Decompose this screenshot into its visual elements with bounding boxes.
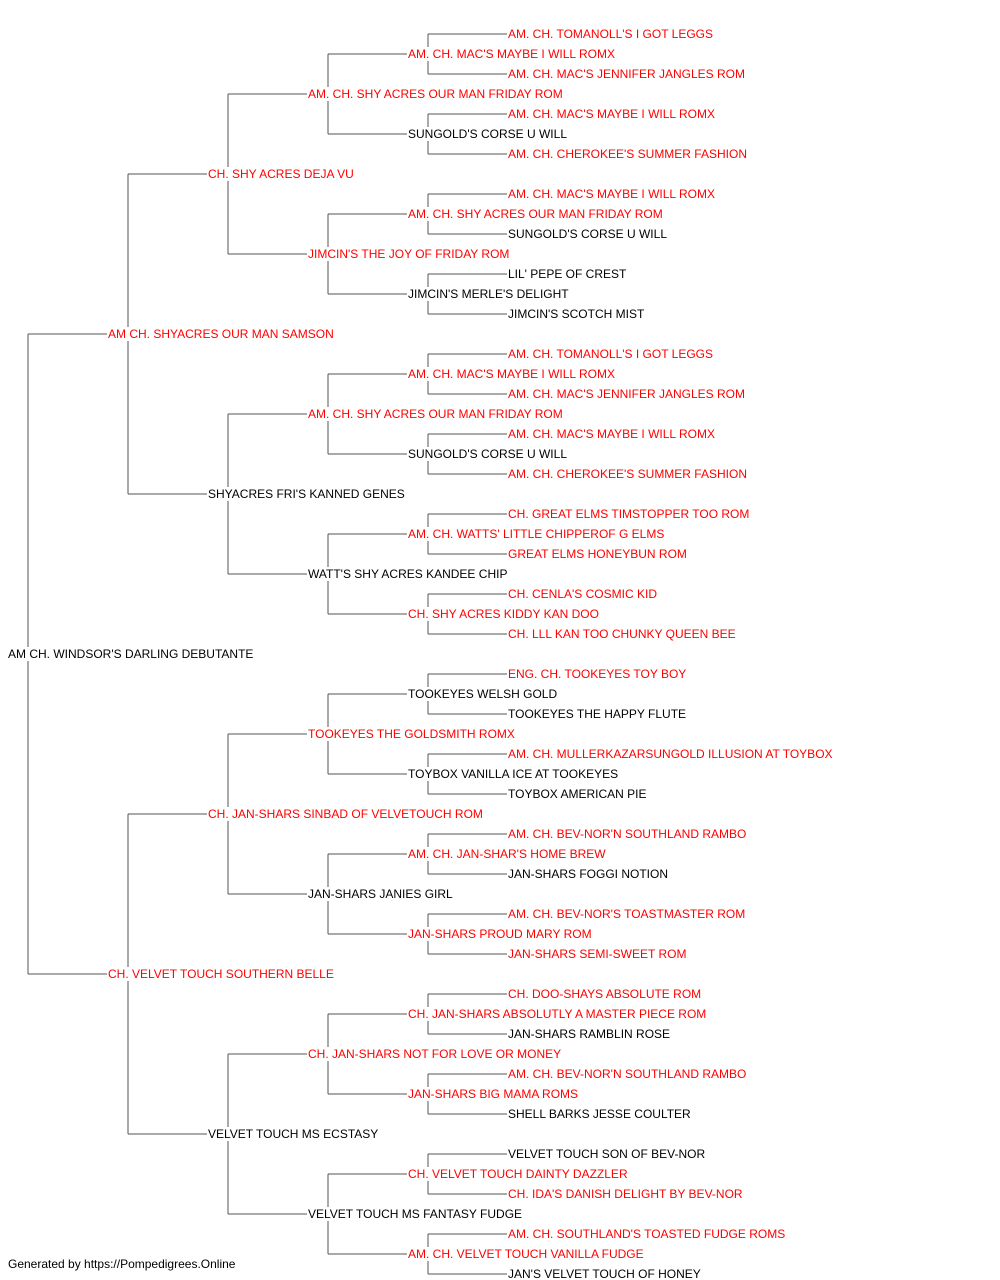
undefined-name: SUNGOLD'S CORSE U WILL <box>507 227 668 241</box>
great-grandparent-name: VELVET TOUCH MS FANTASY FUDGE <box>307 1207 524 1221</box>
great-great-grandparent-name: AM. CH. JAN-SHAR'S HOME BREW <box>407 847 607 861</box>
undefined-name: CH. DOO-SHAYS ABSOLUTE ROM <box>507 987 703 1001</box>
great-great-grandparent-name: TOOKEYES WELSH GOLD <box>407 687 559 701</box>
undefined-name: TOOKEYES THE HAPPY FLUTE <box>507 707 688 721</box>
undefined-name: SHELL BARKS JESSE COULTER <box>507 1107 692 1121</box>
great-grandparent-name: WATT'S SHY ACRES KANDEE CHIP <box>307 567 509 581</box>
great-grandparent-name: AM. CH. SHY ACRES OUR MAN FRIDAY ROM <box>307 87 564 101</box>
undefined-name: AM. CH. BEV-NOR'S TOASTMASTER ROM <box>507 907 747 921</box>
great-grandparent-name: CH. JAN-SHARS NOT FOR LOVE OR MONEY <box>307 1047 563 1061</box>
great-great-grandparent-name: AM. CH. VELVET TOUCH VANILLA FUDGE <box>407 1247 645 1261</box>
great-great-grandparent-name: CH. VELVET TOUCH DAINTY DAZZLER <box>407 1167 629 1181</box>
great-great-grandparent-name: CH. SHY ACRES KIDDY KAN DOO <box>407 607 600 621</box>
great-great-grandparent-name: AM. CH. MAC'S MAYBE I WILL ROMX <box>407 367 616 381</box>
undefined-name: AM. CH. MULLERKAZARSUNGOLD ILLUSION AT T… <box>507 747 834 761</box>
undefined-name: CH. CENLA'S COSMIC KID <box>507 587 658 601</box>
undefined-name: JAN-SHARS FOGGI NOTION <box>507 867 670 881</box>
great-great-grandparent-name: JIMCIN'S MERLE'S DELIGHT <box>407 287 570 301</box>
great-grandparent-name: JAN-SHARS JANIES GIRL <box>307 887 454 901</box>
undefined-name: VELVET TOUCH SON OF BEV-NOR <box>507 1147 707 1161</box>
undefined-name: AM. CH. MAC'S MAYBE I WILL ROMX <box>507 107 716 121</box>
great-great-grandparent-name: SUNGOLD'S CORSE U WILL <box>407 127 568 141</box>
undefined-name: CH. IDA'S DANISH DELIGHT BY BEV-NOR <box>507 1187 744 1201</box>
undefined-name: TOYBOX AMERICAN PIE <box>507 787 648 801</box>
undefined-name: CH. GREAT ELMS TIMSTOPPER TOO ROM <box>507 507 751 521</box>
undefined-name: LIL' PEPE OF CREST <box>507 267 628 281</box>
undefined-name: AM. CH. MAC'S MAYBE I WILL ROMX <box>507 187 716 201</box>
undefined-name: AM. CH. CHEROKEE'S SUMMER FASHION <box>507 467 748 481</box>
grandparent-name: VELVET TOUCH MS ECSTASY <box>207 1127 380 1141</box>
undefined-name: ENG. CH. TOOKEYES TOY BOY <box>507 667 688 681</box>
great-great-grandparent-name: JAN-SHARS PROUD MARY ROM <box>407 927 593 941</box>
great-great-grandparent-name: SUNGOLD'S CORSE U WILL <box>407 447 568 461</box>
undefined-name: AM. CH. MAC'S JENNIFER JANGLES ROM <box>507 67 746 81</box>
undefined-name: AM. CH. SOUTHLAND'S TOASTED FUDGE ROMS <box>507 1227 787 1241</box>
great-grandparent-name: JIMCIN'S THE JOY OF FRIDAY ROM <box>307 247 511 261</box>
undefined-name: AM. CH. BEV-NOR'N SOUTHLAND RAMBO <box>507 827 748 841</box>
undefined-name: JIMCIN'S SCOTCH MIST <box>507 307 646 321</box>
undefined-name: GREAT ELMS HONEYBUN ROM <box>507 547 688 561</box>
parent-name: AM CH. SHYACRES OUR MAN SAMSON <box>107 327 335 341</box>
undefined-name: AM. CH. TOMANOLL'S I GOT LEGGS <box>507 27 715 41</box>
great-grandparent-name: TOOKEYES THE GOLDSMITH ROMX <box>307 727 516 741</box>
undefined-name: JAN-SHARS RAMBLIN ROSE <box>507 1027 672 1041</box>
undefined-name: AM. CH. TOMANOLL'S I GOT LEGGS <box>507 347 715 361</box>
footer-credit: Generated by https://Pompedigrees.Online <box>8 1257 236 1271</box>
great-great-grandparent-name: TOYBOX VANILLA ICE AT TOOKEYES <box>407 767 620 781</box>
undefined-name: AM. CH. MAC'S MAYBE I WILL ROMX <box>507 427 716 441</box>
great-great-grandparent-name: AM. CH. SHY ACRES OUR MAN FRIDAY ROM <box>407 207 664 221</box>
grandparent-name: SHYACRES FRI'S KANNED GENES <box>207 487 406 501</box>
great-great-grandparent-name: AM. CH. WATTS' LITTLE CHIPPEROF G ELMS <box>407 527 666 541</box>
great-great-grandparent-name: AM. CH. MAC'S MAYBE I WILL ROMX <box>407 47 616 61</box>
subject-name: AM CH. WINDSOR'S DARLING DEBUTANTE <box>7 647 255 661</box>
parent-name: CH. VELVET TOUCH SOUTHERN BELLE <box>107 967 335 981</box>
great-great-grandparent-name: CH. JAN-SHARS ABSOLUTLY A MASTER PIECE R… <box>407 1007 708 1021</box>
undefined-name: AM. CH. BEV-NOR'N SOUTHLAND RAMBO <box>507 1067 748 1081</box>
grandparent-name: CH. SHY ACRES DEJA VU <box>207 167 355 181</box>
undefined-name: AM. CH. CHEROKEE'S SUMMER FASHION <box>507 147 748 161</box>
undefined-name: AM. CH. MAC'S JENNIFER JANGLES ROM <box>507 387 746 401</box>
undefined-name: JAN'S VELVET TOUCH OF HONEY <box>507 1267 702 1280</box>
grandparent-name: CH. JAN-SHARS SINBAD OF VELVETOUCH ROM <box>207 807 484 821</box>
undefined-name: JAN-SHARS SEMI-SWEET ROM <box>507 947 688 961</box>
great-grandparent-name: AM. CH. SHY ACRES OUR MAN FRIDAY ROM <box>307 407 564 421</box>
great-great-grandparent-name: JAN-SHARS BIG MAMA ROMS <box>407 1087 580 1101</box>
undefined-name: CH. LLL KAN TOO CHUNKY QUEEN BEE <box>507 627 737 641</box>
